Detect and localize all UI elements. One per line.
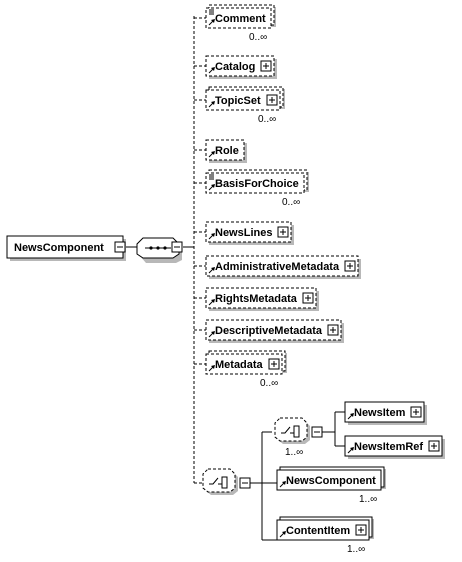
- element-label: NewsItemRef: [354, 441, 423, 453]
- reference-arrow-icon: [208, 151, 215, 158]
- element-label: TopicSet: [215, 95, 261, 107]
- element-metadata[interactable]: Metadata 0..∞: [205, 350, 287, 389]
- sequence-compositor[interactable]: [136, 237, 183, 263]
- choice-icon: [221, 476, 228, 489]
- reference-arrow-icon: [208, 67, 215, 74]
- reference-arrow-icon: [208, 101, 215, 108]
- reference-arrow-icon: [208, 233, 215, 240]
- element-comment[interactable]: Comment 0..∞: [205, 4, 276, 43]
- cardinality-label: 0..∞: [282, 197, 300, 208]
- element-contentitem[interactable]: ContentItem 1..∞: [276, 516, 374, 555]
- choice-icon: [293, 425, 300, 438]
- element-newscomponent[interactable]: NewsComponent 1..∞: [276, 466, 386, 505]
- inner-choice-cardinality: 1..∞: [285, 447, 303, 458]
- element-label: ContentItem: [286, 525, 350, 537]
- element-label: NewsComponent: [286, 475, 376, 487]
- sequence-dot-icon: [149, 246, 153, 250]
- reference-arrow-icon: [208, 299, 215, 306]
- reference-arrow-icon: [208, 267, 215, 274]
- element-label: AdministrativeMetadata: [215, 261, 340, 273]
- cardinality-label: 1..∞: [347, 544, 365, 555]
- element-newsitemref[interactable]: NewsItemRef: [344, 435, 445, 459]
- expand-icon[interactable]: [327, 324, 339, 336]
- expand-icon[interactable]: [260, 60, 272, 72]
- reference-arrow-icon: [208, 365, 215, 372]
- element-label: Role: [215, 145, 239, 157]
- sequence-dot-icon: [156, 246, 160, 250]
- element-label: NewsItem: [354, 407, 406, 419]
- element-newsitem[interactable]: NewsItem: [344, 401, 427, 425]
- element-label: DescriptiveMetadata: [215, 325, 323, 337]
- root-element-label: NewsComponent: [14, 242, 104, 254]
- expand-icon[interactable]: [302, 292, 314, 304]
- documentation-icon: [209, 9, 214, 15]
- reference-arrow-icon: [279, 531, 286, 538]
- expand-icon[interactable]: [268, 358, 280, 370]
- element-role[interactable]: Role: [205, 139, 247, 163]
- element-catalog[interactable]: Catalog: [205, 55, 277, 79]
- reference-arrow-icon: [279, 481, 286, 488]
- documentation-icon: [209, 174, 214, 180]
- element-rightsmetadata[interactable]: RightsMetadata: [205, 287, 319, 311]
- reference-arrow-icon: [347, 413, 354, 420]
- root-element[interactable]: NewsComponent: [6, 235, 126, 261]
- reference-arrow-icon: [208, 19, 215, 26]
- reference-arrow-icon: [208, 331, 215, 338]
- element-label: Metadata: [215, 359, 264, 371]
- element-label: BasisForChoice: [215, 178, 299, 190]
- expand-icon[interactable]: [344, 260, 356, 272]
- element-label: RightsMetadata: [215, 293, 298, 305]
- element-topicset[interactable]: TopicSet 0..∞: [205, 86, 285, 125]
- element-basisforchoice[interactable]: BasisForChoice 0..∞: [205, 169, 309, 208]
- reference-arrow-icon: [347, 447, 354, 454]
- element-descriptivemetadata[interactable]: DescriptiveMetadata: [205, 319, 344, 343]
- expand-icon[interactable]: [266, 94, 278, 106]
- inner-choice-compositor[interactable]: 1..∞: [274, 411, 345, 458]
- outer-choice-children: NewsComponent 1..∞ ContentItem 1..∞: [276, 466, 386, 555]
- element-newslines[interactable]: NewsLines: [205, 221, 294, 245]
- sequence-dot-icon: [163, 246, 167, 250]
- expand-icon[interactable]: [355, 524, 367, 536]
- expand-icon[interactable]: [410, 406, 422, 418]
- expand-icon[interactable]: [277, 226, 289, 238]
- expand-icon[interactable]: [428, 440, 440, 452]
- cardinality-label: 0..∞: [249, 32, 267, 43]
- outer-choice-compositor[interactable]: [194, 431, 277, 541]
- cardinality-label: 0..∞: [260, 378, 278, 389]
- element-administrativemetadata[interactable]: AdministrativeMetadata: [205, 255, 361, 279]
- cardinality-label: 1..∞: [359, 494, 377, 505]
- reference-arrow-icon: [208, 184, 215, 191]
- element-label: Catalog: [215, 61, 255, 73]
- cardinality-label: 0..∞: [258, 114, 276, 125]
- element-label: NewsLines: [215, 227, 272, 239]
- element-label: Comment: [215, 13, 266, 25]
